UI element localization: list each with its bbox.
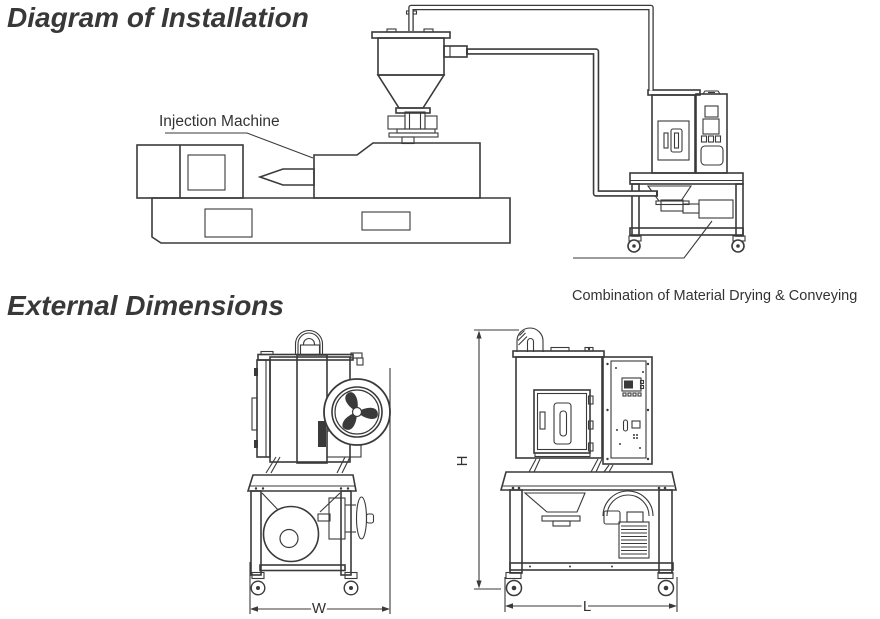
stand-plate [499, 471, 677, 491]
power-switch [622, 419, 629, 432]
side-view-top [257, 329, 364, 366]
caster-wheel [343, 571, 359, 596]
caster-wheel [627, 235, 642, 253]
vacuum-pipe [409, 6, 653, 91]
stand-leg [658, 489, 673, 574]
stand-leg [250, 490, 262, 576]
caster-wheel [250, 571, 266, 596]
blower-drum [262, 505, 320, 563]
hopper-loader-drawing [371, 10, 468, 114]
suction-fitting [443, 45, 468, 58]
caster-wheel [657, 571, 675, 597]
hopper-lid [371, 31, 451, 39]
front-view-top [512, 327, 605, 358]
dryer-front-view [499, 327, 677, 597]
controller-display [621, 377, 642, 392]
injection-unit [313, 142, 481, 199]
injection-machine-leader-line [165, 132, 314, 159]
installation-title: Diagram of Installation [7, 2, 309, 33]
hinge [587, 395, 594, 405]
hinge [587, 442, 594, 452]
stand-shelf [629, 227, 744, 236]
external-dimensions-title: External Dimensions [7, 290, 284, 321]
sight-glass [539, 411, 546, 430]
mold-window [187, 154, 226, 191]
machine-base [151, 197, 511, 244]
injection-machine-label: Injection Machine [159, 113, 280, 130]
side-door-panel [256, 359, 271, 458]
stand-shelf [259, 564, 346, 572]
nozzle [257, 168, 315, 186]
stand-leg [509, 489, 523, 574]
exhaust-elbow [516, 327, 544, 352]
dryer-door [657, 120, 690, 161]
dimension-l-label: L [583, 598, 591, 615]
discharge-assembly [660, 199, 734, 219]
stand-shelf [509, 562, 674, 571]
front-body [515, 356, 603, 459]
discharge-funnel [523, 492, 586, 513]
stand-leg [340, 490, 352, 576]
h-dimension: H [454, 329, 519, 590]
hopper-cone [376, 74, 446, 109]
clamping-unit [136, 144, 244, 199]
fan-blades-icon [342, 392, 378, 430]
dryer-side-view [246, 329, 391, 596]
caster-wheel [731, 235, 746, 253]
dryer-machine-drawing [627, 89, 746, 253]
installation-diagram: Injection Machine [136, 4, 857, 304]
front-door [533, 389, 594, 458]
door-handle [553, 402, 572, 445]
l-dimension: L [504, 577, 678, 618]
combination-caption: Combination of Material Drying & Conveyi… [572, 288, 857, 304]
conveying-motor [602, 490, 654, 559]
stand-plate [246, 474, 357, 492]
stand-platform [629, 172, 744, 185]
dimension-w-label: W [312, 600, 327, 617]
hinge [587, 420, 594, 430]
pipe-loop-handle [302, 338, 316, 354]
side-view-stand [246, 456, 375, 596]
indicator-window [704, 105, 719, 118]
suction-box [698, 199, 734, 219]
hopper-body [377, 37, 445, 76]
blower-fan [318, 378, 391, 458]
front-view-stand [499, 458, 677, 597]
caption-leader-line [573, 220, 713, 259]
w-dimension: W [249, 368, 391, 619]
feed-throat [387, 111, 439, 145]
display-panel [702, 118, 720, 135]
caster-wheel [505, 571, 523, 597]
dimension-h-label: H [454, 456, 471, 467]
front-top-plate [512, 350, 605, 358]
injection-machine-drawing [136, 111, 511, 244]
material-pipe [468, 49, 656, 196]
front-control-cabinet [602, 356, 653, 465]
conveying-pipes [408, 4, 658, 197]
